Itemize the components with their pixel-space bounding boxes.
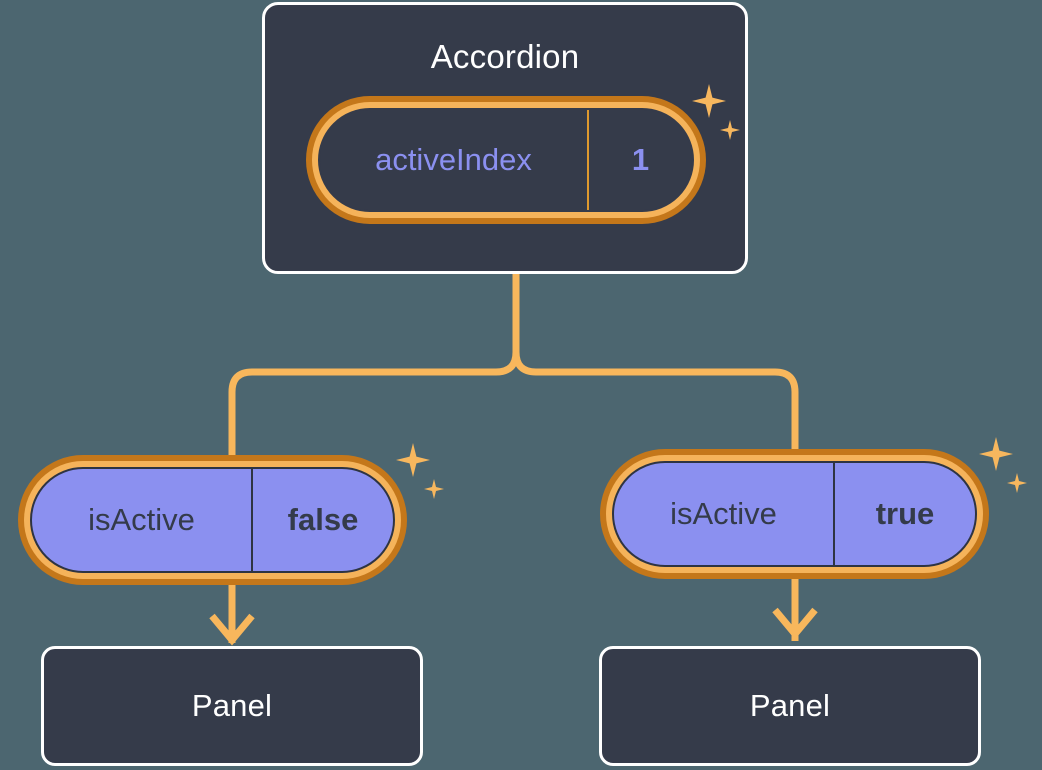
four-point-star-icon	[979, 437, 1013, 471]
four-point-star-small-icon	[1007, 473, 1027, 493]
state-value-label: 1	[631, 142, 650, 177]
state-pill-active-index[interactable]: activeIndex 1	[306, 96, 706, 224]
state-key-label: isActive	[32, 469, 253, 571]
panel-title: Panel	[191, 688, 273, 723]
accordion-title: Accordion	[430, 38, 580, 75]
four-point-star-small-icon	[424, 479, 444, 499]
wire-split-left	[228, 351, 520, 455]
panel-card-right[interactable]: Panel	[599, 646, 981, 766]
arrow-down-icon-right	[772, 607, 818, 640]
pill-body: isActive true	[612, 461, 977, 567]
state-key-label: isActive	[614, 463, 835, 565]
wire-split-right	[512, 351, 799, 449]
pill-body: activeIndex 1	[318, 108, 694, 212]
four-point-star-icon	[396, 443, 430, 477]
state-key-label: activeIndex	[320, 110, 589, 210]
panel-title: Panel	[749, 688, 831, 723]
state-value-label: false	[287, 502, 359, 537]
state-pill-is-active-false[interactable]: isActive false	[18, 455, 407, 585]
pill-inner-ring: activeIndex 1	[312, 102, 700, 218]
pill-inner-ring: isActive true	[606, 455, 983, 573]
panel-card-left[interactable]: Panel	[41, 646, 423, 766]
arrow-down-icon-left	[209, 613, 255, 646]
pill-inner-ring: isActive false	[24, 461, 401, 579]
state-value-label: true	[875, 496, 935, 531]
state-pill-is-active-true[interactable]: isActive true	[600, 449, 989, 579]
pill-body: isActive false	[30, 467, 395, 573]
